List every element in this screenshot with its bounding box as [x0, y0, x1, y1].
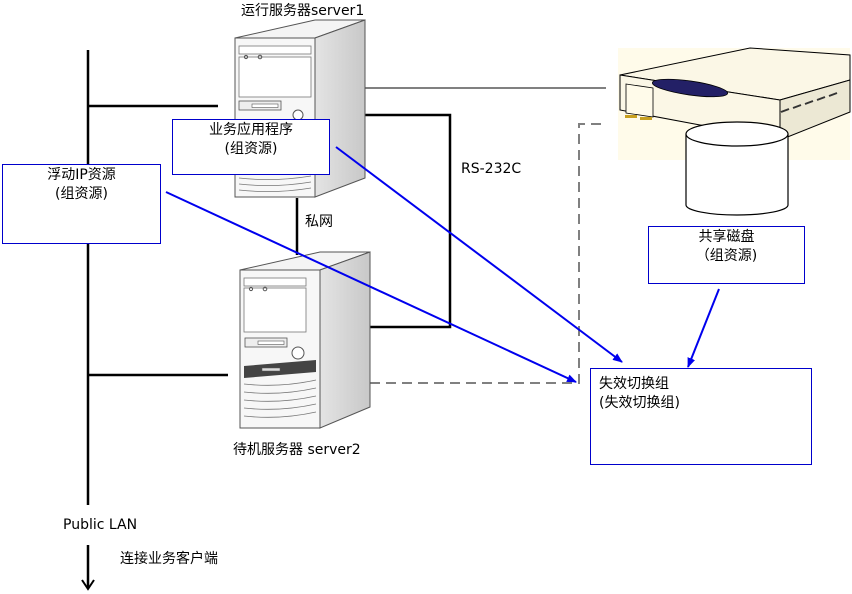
- shared-disk-resource-type: （组资源): [695, 248, 758, 264]
- public-lan-line: [81, 50, 95, 591]
- rs232c-label: RS-232C: [461, 161, 522, 177]
- failover-group-title: 失效切换组: [599, 376, 669, 392]
- shared-disk-resource-box: 共享磁盘 （组资源): [648, 226, 805, 284]
- arrow-application-to-group: [335, 146, 623, 363]
- private-network-label: 私网: [305, 214, 333, 230]
- disk-link-server2: [370, 123, 601, 384]
- application-resource-title: 业务应用程序: [209, 122, 293, 138]
- failover-group-box: 失效切换组 (失效切换组): [590, 368, 812, 465]
- floating-ip-resource-box: 浮动IP资源 (组资源): [2, 164, 161, 244]
- application-resource-type: (组资源): [224, 141, 278, 157]
- server2-label: 待机服务器 server2: [233, 442, 361, 458]
- server1-label: 运行服务器server1: [241, 3, 365, 19]
- application-resource-box: 业务应用程序 (组资源): [172, 119, 330, 175]
- rs232c-line: [365, 113, 452, 329]
- floating-ip-resource-type: (组资源): [55, 186, 108, 202]
- server2-tower-icon: [239, 251, 371, 429]
- public-lan-label: Public LAN: [63, 517, 138, 533]
- arrow-floating-ip-to-group: [165, 191, 577, 383]
- shared-disk-icon: [685, 121, 789, 216]
- shared-disk-resource-title: 共享磁盘: [698, 229, 755, 245]
- client-connection-label: 连接业务客户端: [120, 551, 218, 567]
- arrow-shared-disk-to-group: [687, 288, 720, 368]
- failover-group-type: (失效切换组): [599, 395, 680, 411]
- floating-ip-resource-title: 浮动IP资源: [47, 167, 116, 183]
